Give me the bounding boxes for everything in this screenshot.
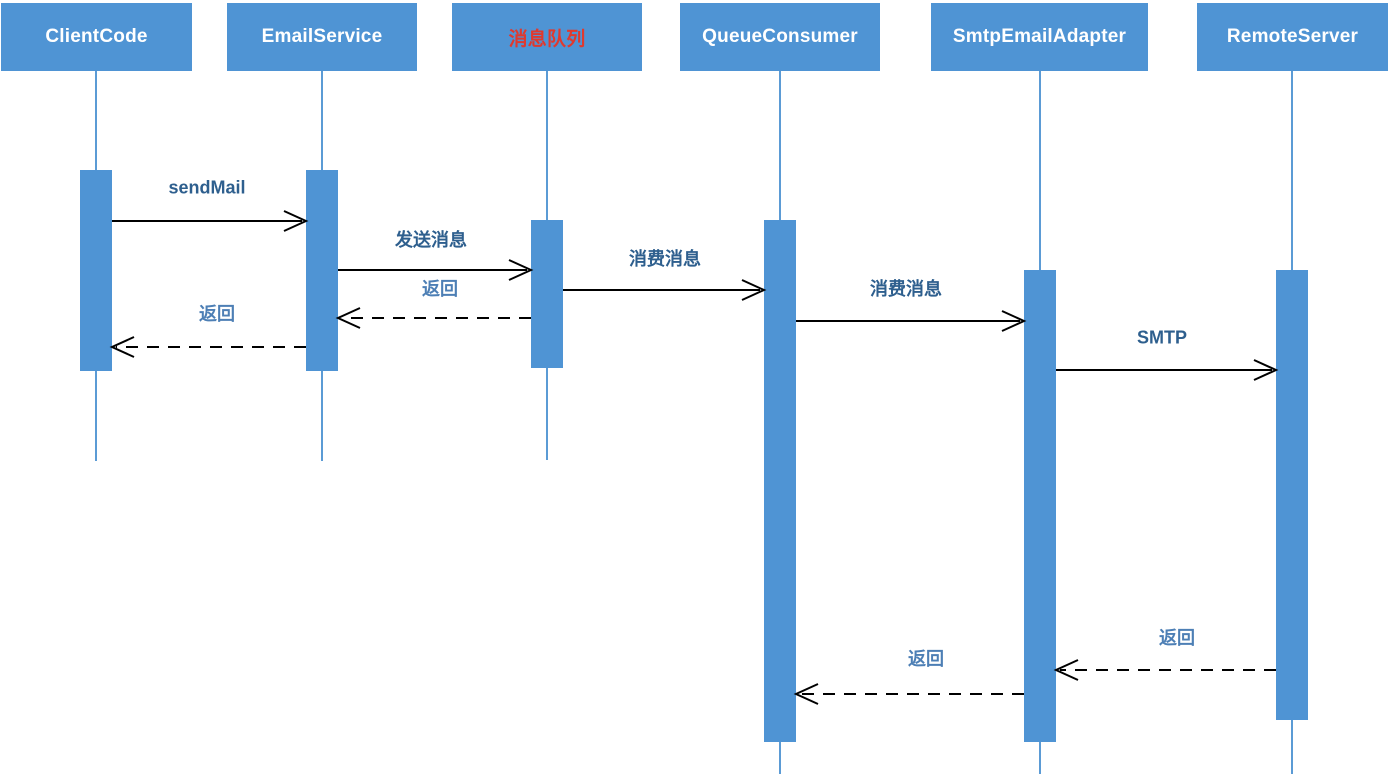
activation-message-queue (531, 220, 563, 368)
open-arrowhead-icon (335, 307, 361, 329)
message-label-4: 消费消息 (629, 249, 701, 269)
open-arrowhead-icon (1253, 359, 1279, 381)
activation-remoteserver (1276, 270, 1308, 720)
activation-clientcode (80, 170, 112, 371)
open-arrowhead-icon (1053, 659, 1079, 681)
activation-emailservice (306, 170, 338, 371)
open-arrowhead-icon (508, 259, 534, 281)
message-label-7: 返回 (1159, 628, 1195, 648)
message-label-5: 消费消息 (870, 279, 942, 299)
open-arrowhead-icon (793, 683, 819, 705)
message-label-1: 发送消息 (395, 230, 467, 250)
message-label-8: 返回 (908, 649, 944, 669)
open-arrowhead-icon (283, 210, 309, 232)
open-arrowhead-icon (109, 336, 135, 358)
activation-smtpemailadapter (1024, 270, 1056, 742)
message-label-0: sendMail (168, 177, 246, 198)
participant-message-queue: 消息队列 (452, 3, 642, 71)
participant-remoteserver: RemoteServer (1197, 3, 1388, 71)
participant-queueconsumer: QueueConsumer (680, 3, 880, 71)
participant-emailservice: EmailService (227, 3, 417, 71)
message-label-3: 返回 (199, 304, 235, 324)
open-arrowhead-icon (1001, 310, 1027, 332)
open-arrowhead-icon (741, 279, 767, 301)
participant-clientcode: ClientCode (1, 3, 192, 71)
message-label-6: SMTP (1136, 327, 1188, 348)
activation-queueconsumer (764, 220, 796, 742)
participant-smtpemailadapter: SmtpEmailAdapter (931, 3, 1148, 71)
message-label-2: 返回 (422, 279, 458, 299)
